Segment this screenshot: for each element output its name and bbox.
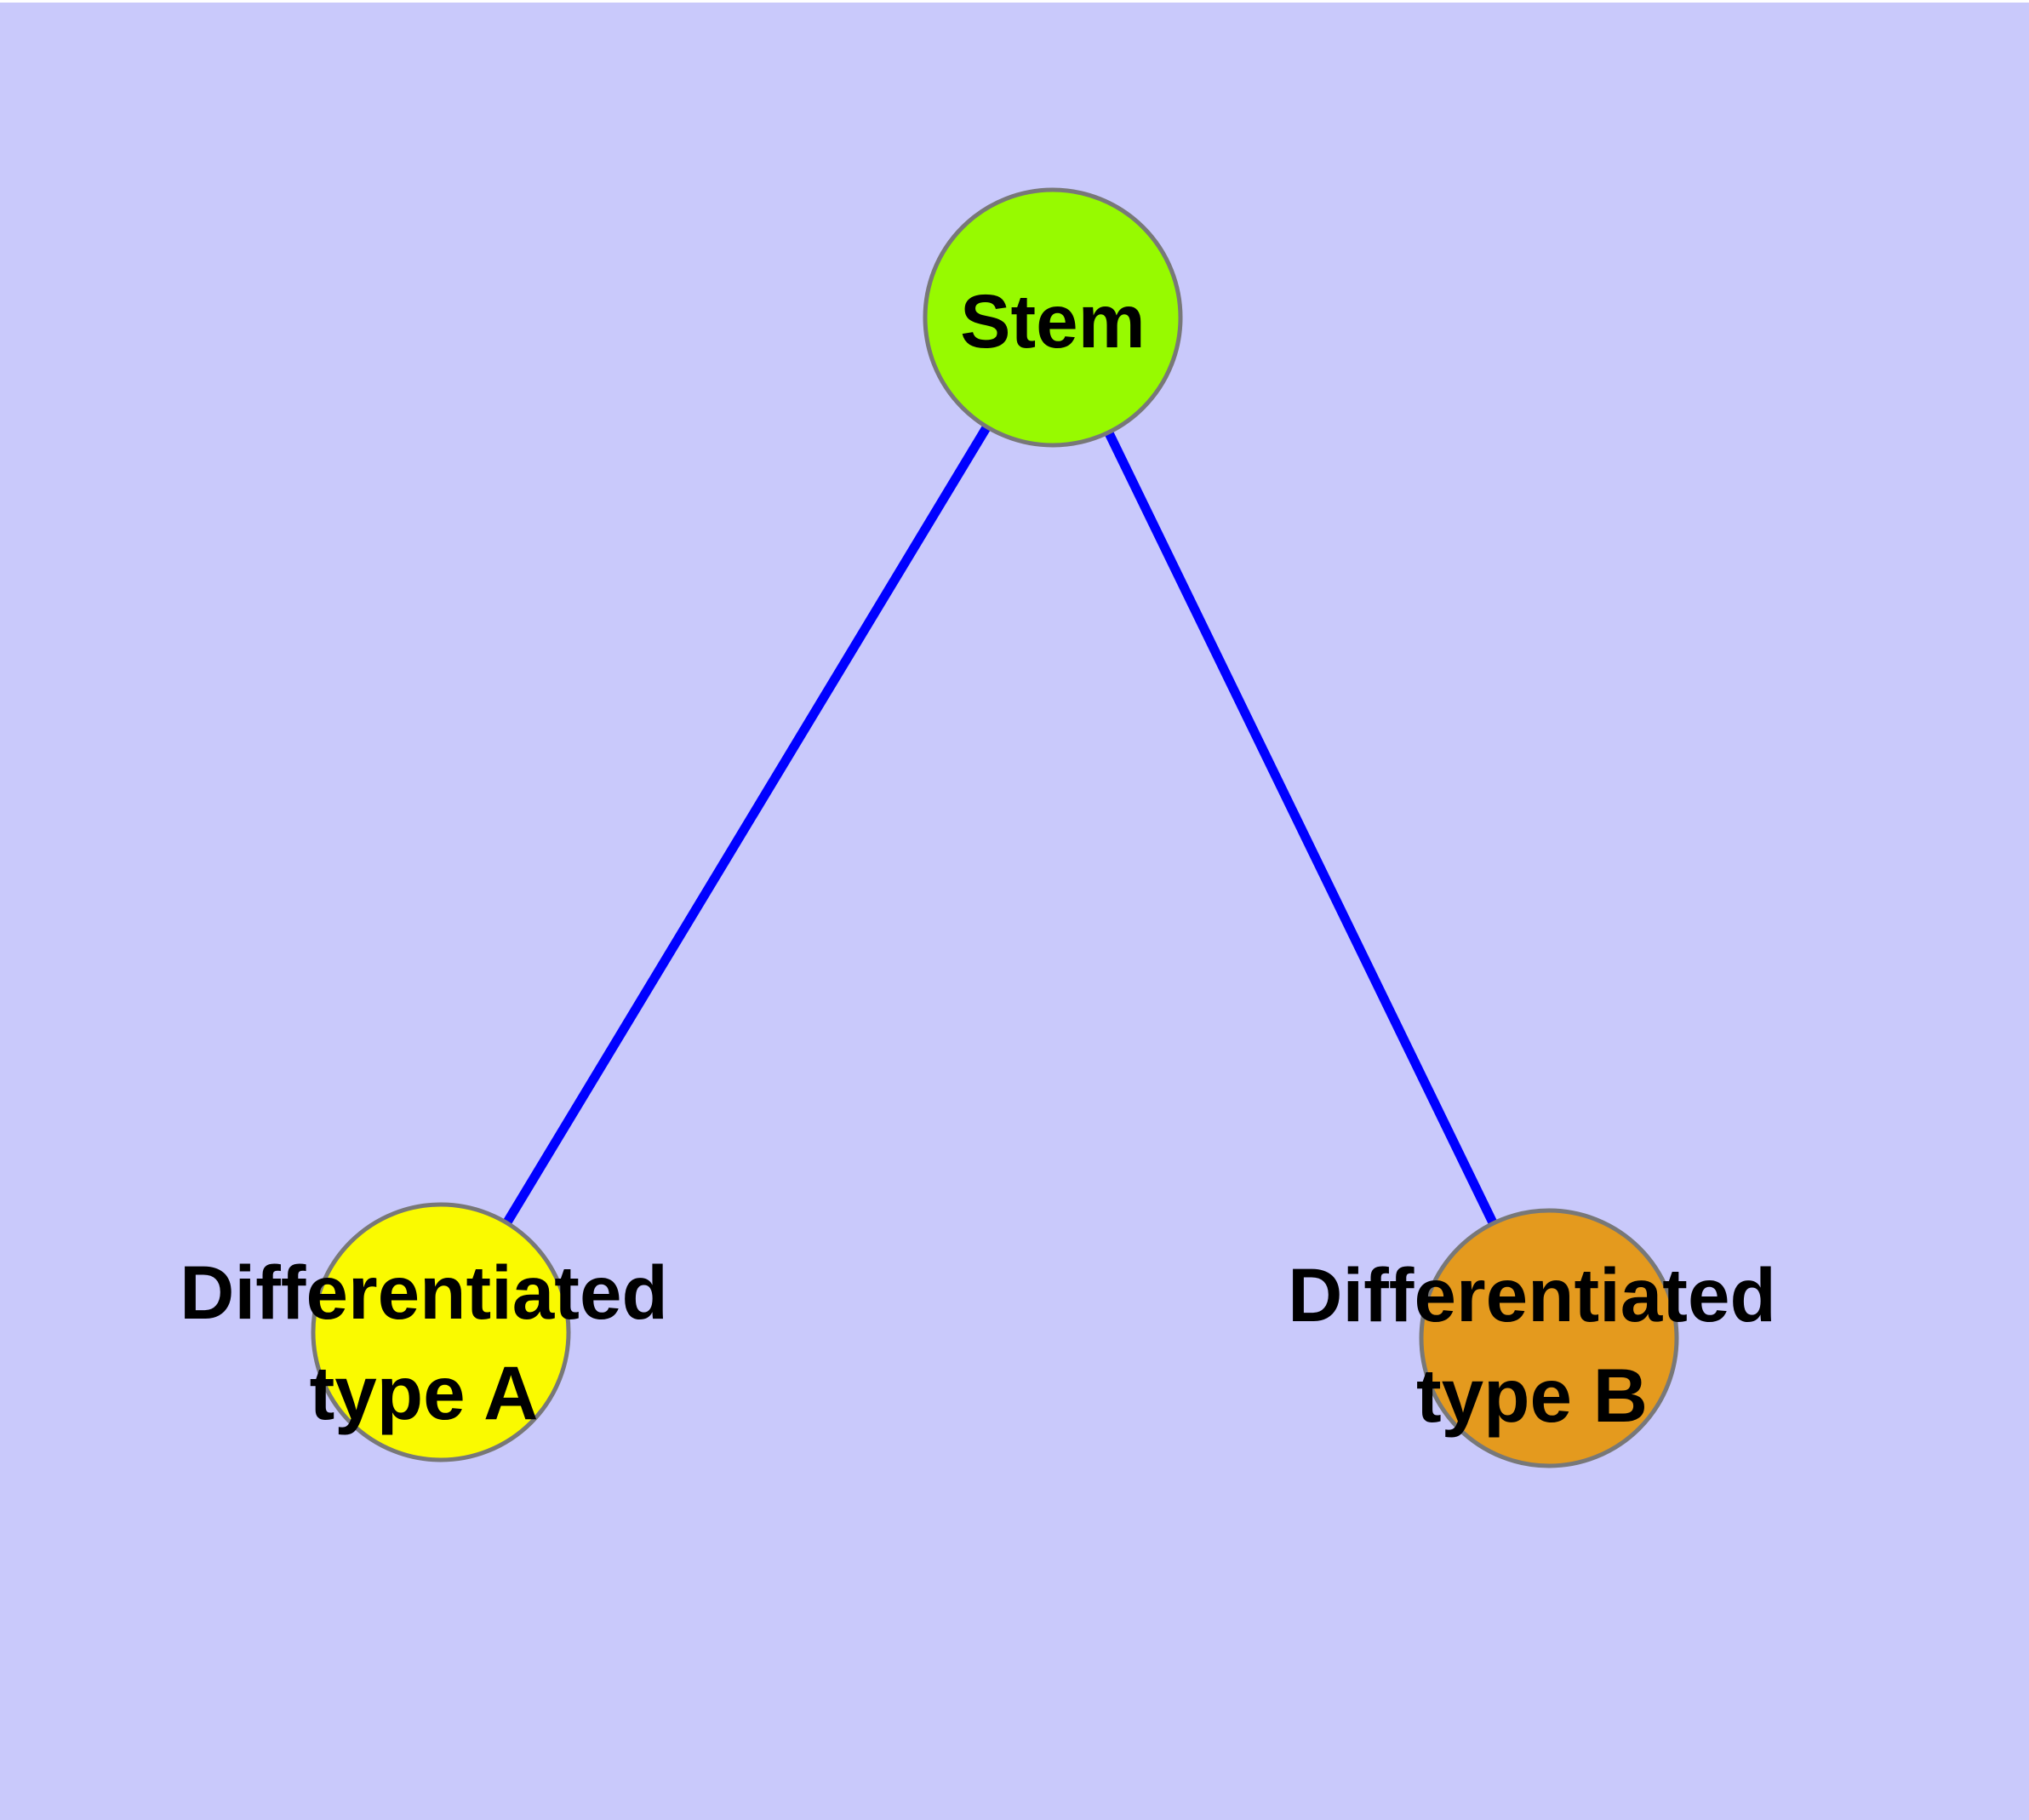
edge-stem-type-b [1049,315,1553,1341]
window-top-margin [0,0,2029,3]
node-stem-label-line-1: Stem [960,278,1146,363]
node-type-a-label-line-2: type A [310,1350,539,1435]
node-type-b-label-line-1: Differentiated [1288,1252,1776,1337]
node-type-b-label: Differentiated type B [1288,1252,1776,1438]
node-stem-circle [923,187,1183,448]
edge-stem-type-a [437,315,1057,1335]
node-type-b-circle [1419,1208,1679,1468]
node-type-b-label-line-2: type B [1416,1353,1648,1438]
node-type-a-circle [311,1202,571,1462]
node-stem-label: Stem [960,278,1146,363]
node-type-a-label: Differentiated type A [180,1250,668,1435]
node-type-a-label-line-1: Differentiated [180,1250,668,1335]
